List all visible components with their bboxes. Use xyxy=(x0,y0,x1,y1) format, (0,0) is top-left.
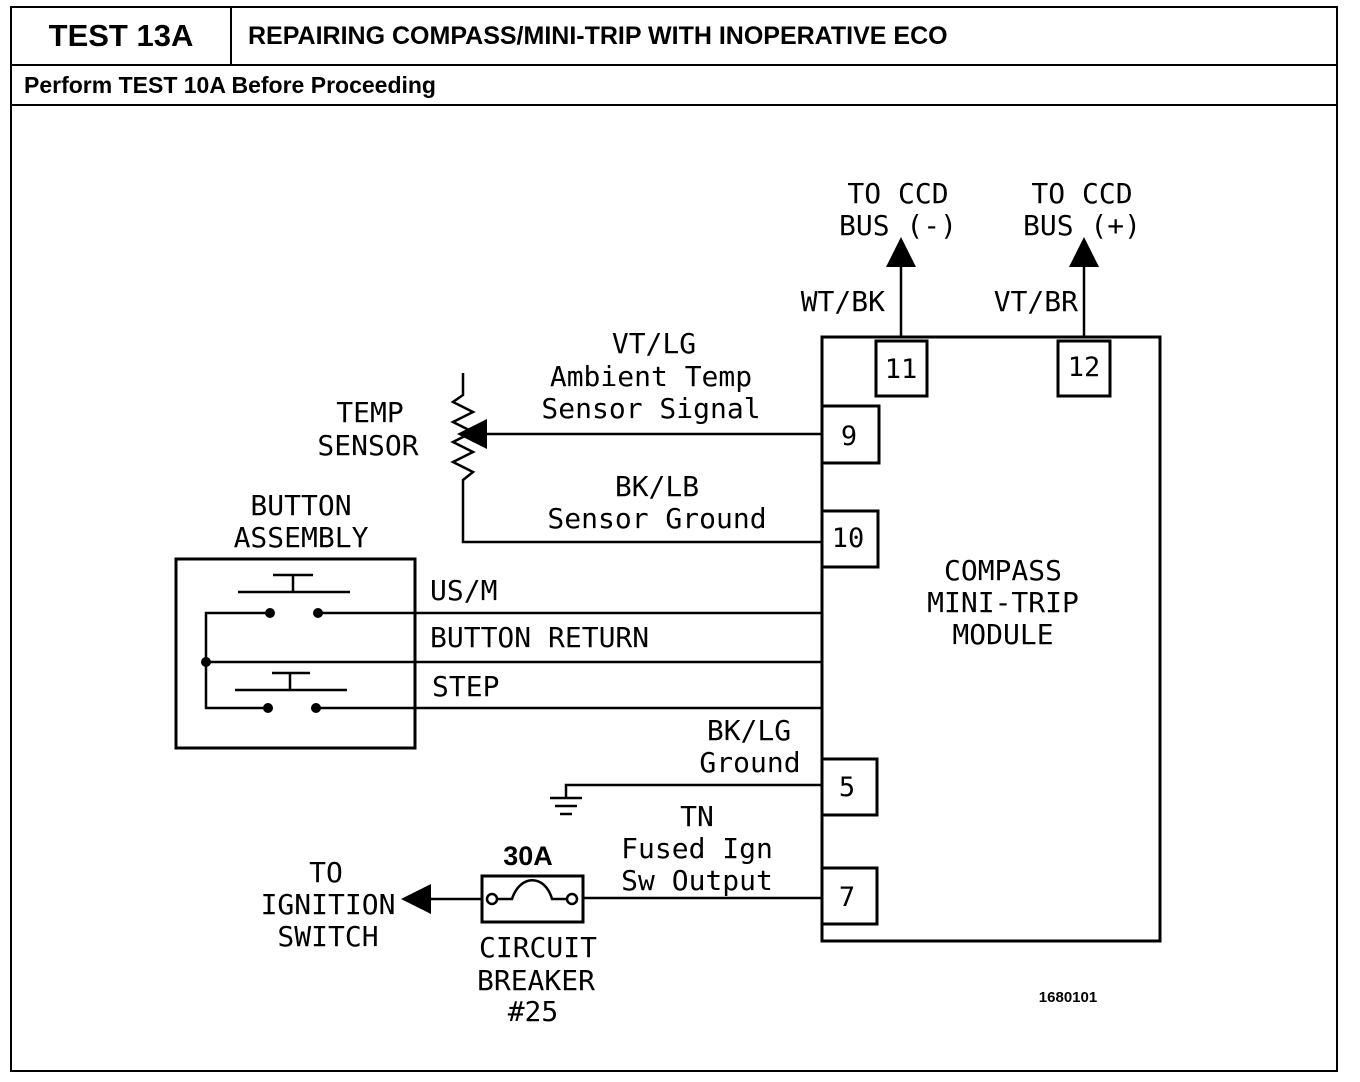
ignition-switch-label-3: SWITCH xyxy=(277,920,378,953)
button-assembly-label-1: BUTTON xyxy=(250,489,351,522)
button-assembly-box xyxy=(174,557,417,750)
pin-12-box xyxy=(1056,339,1112,398)
ccd-pos-wire-color: VT/BR xyxy=(994,285,1078,318)
ccd-pos-label-2: BUS (+) xyxy=(1023,209,1141,242)
us-m-label: US/M xyxy=(430,574,497,607)
breaker-label-1: CIRCUIT xyxy=(479,931,597,964)
test-id: TEST 13A xyxy=(12,8,232,64)
pin-5-label: 5 xyxy=(839,772,855,803)
breaker-label-3: #25 xyxy=(508,995,559,1028)
figure-reference: 1680101 xyxy=(1039,989,1097,1006)
pin-9-box xyxy=(820,404,881,465)
prerequisite-row: Perform TEST 10A Before Proceeding xyxy=(12,66,1336,106)
temp-signal-label-2: Sensor Signal xyxy=(541,392,760,425)
temp-signal-label-1: Ambient Temp xyxy=(550,360,752,393)
temp-signal-wire-color: VT/LG xyxy=(612,327,696,360)
breaker-rating: 30A xyxy=(503,841,553,871)
pin-5-box xyxy=(820,757,879,817)
temp-sensor-label-1: TEMP xyxy=(336,396,403,429)
ignition-wire-color: TN xyxy=(680,800,714,833)
breaker-label-2: BREAKER xyxy=(477,964,595,997)
ccd-neg-label-2: BUS (-) xyxy=(839,209,957,242)
ccd-pos-label-1: TO CCD xyxy=(1031,177,1132,210)
diagram-frame: TEST 13A REPAIRING COMPASS/MINI-TRIP WIT… xyxy=(10,6,1338,1072)
pin-7-label: 7 xyxy=(839,882,855,913)
test-title: REPAIRING COMPASS/MINI-TRIP WITH INOPERA… xyxy=(248,22,948,50)
pin-10-box xyxy=(820,509,880,569)
pin-12-label: 12 xyxy=(1068,352,1101,383)
ignition-label-1: Fused Ign xyxy=(621,832,773,865)
step-label: STEP xyxy=(432,670,499,703)
ccd-neg-wire-color: WT/BK xyxy=(801,285,885,318)
thermistor-symbol xyxy=(450,373,822,544)
sensor-ground-wire-color: BK/LB xyxy=(615,470,699,503)
step-switch-symbol xyxy=(235,671,347,713)
ccd-neg-label-1: TO CCD xyxy=(847,177,948,210)
sensor-ground-label: Sensor Ground xyxy=(547,502,766,535)
ground-wire-color: BK/LG xyxy=(707,714,791,747)
ignition-switch-label-2: IGNITION xyxy=(261,888,396,921)
pin-11-box xyxy=(874,339,929,398)
button-assembly-label-2: ASSEMBLY xyxy=(234,521,369,554)
pin-10-label: 10 xyxy=(832,523,865,554)
breaker-element xyxy=(497,879,567,901)
pin-11-label: 11 xyxy=(885,354,918,385)
ground-symbol xyxy=(550,796,582,816)
pin-7-box xyxy=(820,866,879,926)
ground-wire xyxy=(564,783,822,797)
ignition-switch-label-1: TO xyxy=(309,856,343,889)
header-row: TEST 13A REPAIRING COMPASS/MINI-TRIP WIT… xyxy=(12,8,1336,66)
prerequisite-note: Perform TEST 10A Before Proceeding xyxy=(24,72,436,98)
module-label-2: MINI-TRIP xyxy=(927,586,1079,619)
button-return-label: BUTTON RETURN xyxy=(430,621,649,654)
module-label-3: MODULE xyxy=(952,618,1053,651)
temp-sensor-label-2: SENSOR xyxy=(317,429,418,462)
module-label-1: COMPASS xyxy=(944,554,1062,587)
ignition-label-2: Sw Output xyxy=(621,864,773,897)
pin-9-label: 9 xyxy=(841,421,857,452)
ground-label: Ground xyxy=(699,746,800,779)
